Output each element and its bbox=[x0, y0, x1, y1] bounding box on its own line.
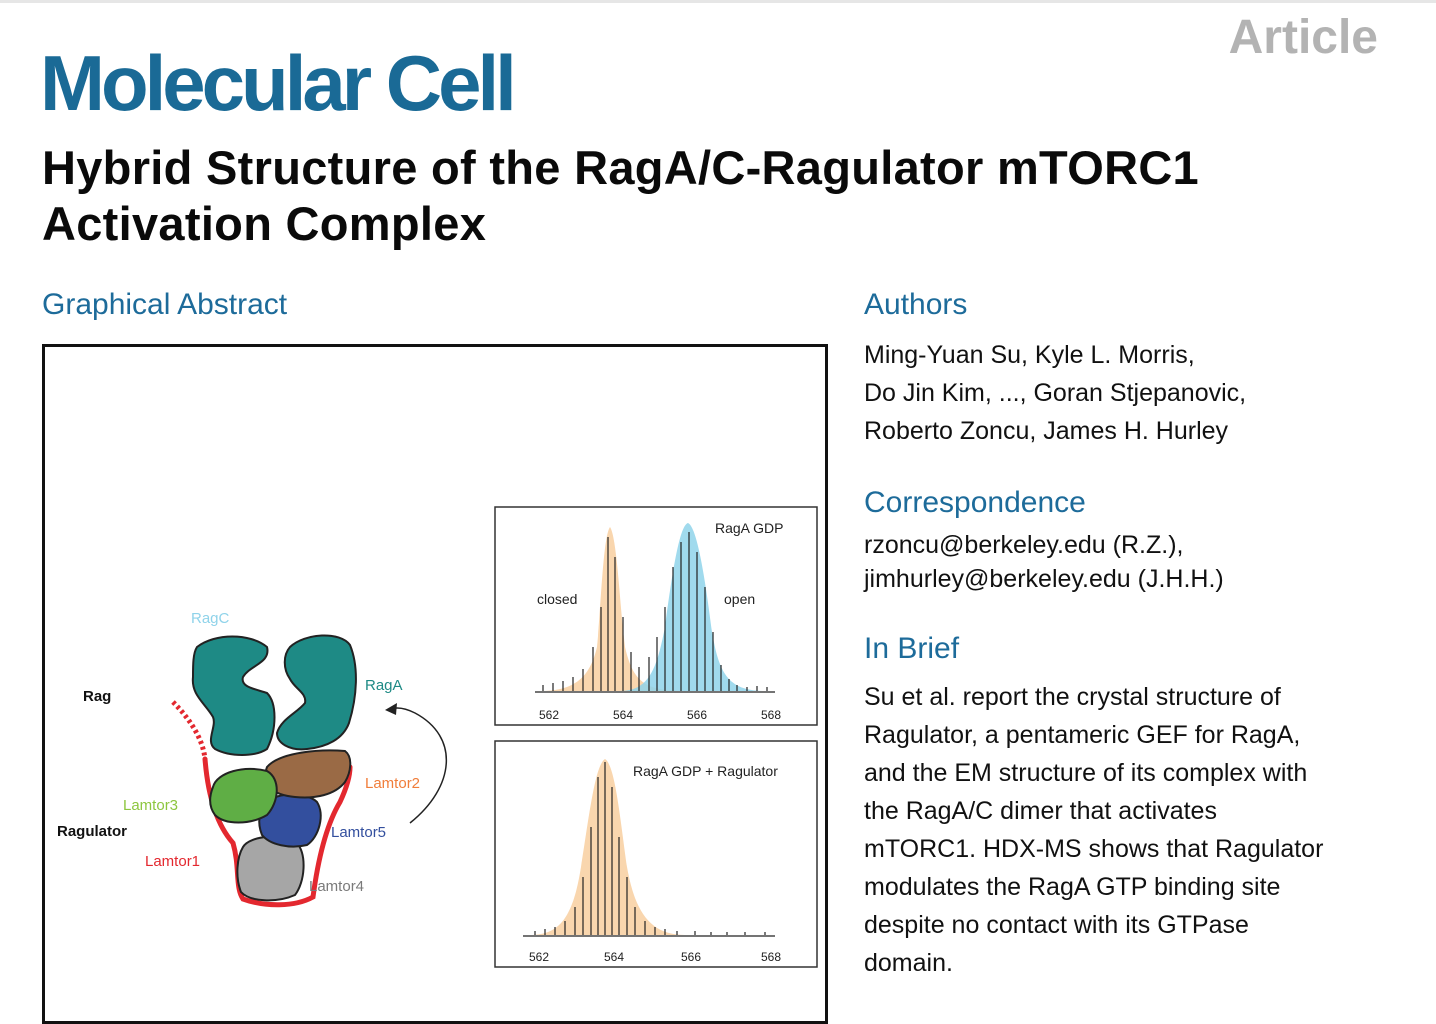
closed-envelope-bottom bbox=[530, 759, 685, 935]
correspondence-email-1[interactable]: rzoncu@berkeley.edu (R.Z.), bbox=[864, 531, 1184, 559]
label-lamtor3: Lamtor3 bbox=[123, 797, 178, 814]
authors-list: Ming-Yuan Su, Kyle L. Morris, Do Jin Kim… bbox=[864, 336, 1404, 450]
paper-title-line-1: Hybrid Structure of the RagA/C-Ragulator… bbox=[42, 141, 1199, 194]
graphical-abstract-heading: Graphical Abstract bbox=[42, 288, 288, 321]
tick-top-566: 566 bbox=[687, 708, 707, 722]
tick-top-568: 568 bbox=[761, 708, 781, 722]
in-brief-line: domain. bbox=[864, 949, 953, 977]
label-closed: closed bbox=[537, 591, 577, 607]
label-lamtor5: Lamtor5 bbox=[331, 824, 386, 841]
tick-bottom-568: 568 bbox=[761, 950, 781, 964]
arrow-head-icon bbox=[385, 703, 397, 715]
tick-top-564: 564 bbox=[613, 708, 633, 722]
in-brief-line: Su et al. report the crystal structure o… bbox=[864, 683, 1281, 711]
paper-title: Hybrid Structure of the RagA/C-Ragulator… bbox=[42, 140, 1402, 252]
in-brief-summary: Su et al. report the crystal structure o… bbox=[864, 678, 1404, 982]
spectrum-top-title: RagA GDP bbox=[715, 520, 783, 536]
authors-line-2: Do Jin Kim, ..., Goran Stjepanovic, bbox=[864, 379, 1247, 407]
journal-title[interactable]: Molecular Cell bbox=[40, 39, 517, 127]
tick-bottom-562: 562 bbox=[529, 950, 549, 964]
label-lamtor1: Lamtor1 bbox=[145, 853, 200, 870]
label-lamtor4: Lamtor4 bbox=[309, 878, 364, 895]
label-ragc: RagC bbox=[191, 610, 230, 627]
top-rule bbox=[0, 0, 1436, 3]
spectrum-panel-raga-gdp: RagA GDP closed open 562 564 566 568 bbox=[494, 506, 818, 726]
in-brief-line: Ragulator, a pentameric GEF for RagA, bbox=[864, 721, 1301, 749]
authors-heading: Authors bbox=[864, 288, 968, 321]
label-lamtor2: Lamtor2 bbox=[365, 775, 420, 792]
tick-top-562: 562 bbox=[539, 708, 559, 722]
spectrum-peaks-top bbox=[542, 532, 768, 691]
in-brief-line: and the EM structure of its complex with bbox=[864, 759, 1308, 787]
in-brief-line: the RagA/C dimer that activates bbox=[864, 797, 1217, 825]
authors-line-1: Ming-Yuan Su, Kyle L. Morris, bbox=[864, 341, 1195, 369]
spectrum-peaks-bottom bbox=[534, 762, 766, 935]
paper-title-line-2: Activation Complex bbox=[42, 197, 487, 250]
lamtor2-shape bbox=[264, 749, 352, 799]
correspondence-emails: rzoncu@berkeley.edu (R.Z.), jimhurley@be… bbox=[864, 528, 1404, 596]
correspondence-heading: Correspondence bbox=[864, 486, 1086, 519]
correspondence-email-2[interactable]: jimhurley@berkeley.edu (J.H.H.) bbox=[864, 565, 1224, 593]
label-ragulator: Ragulator bbox=[57, 823, 127, 840]
conformation-arrow bbox=[390, 707, 448, 824]
tick-bottom-564: 564 bbox=[604, 950, 624, 964]
tick-bottom-566: 566 bbox=[681, 950, 701, 964]
spectrum-bottom-title: RagA GDP + Ragulator bbox=[633, 763, 778, 779]
graphical-abstract-illustration: RagC RagA Rag Lamtor3 Lamtor2 Ragulator … bbox=[57, 506, 818, 968]
open-envelope bbox=[620, 523, 765, 691]
article-type-label: Article bbox=[1228, 11, 1378, 64]
raga-shape bbox=[275, 634, 357, 751]
ragc-shape bbox=[191, 635, 276, 756]
label-rag: Rag bbox=[83, 688, 111, 705]
in-brief-line: modulates the RagA GTP binding site bbox=[864, 873, 1281, 901]
authors-line-3: Roberto Zoncu, James H. Hurley bbox=[864, 417, 1229, 445]
closed-envelope bbox=[540, 527, 685, 691]
in-brief-line: mTORC1. HDX-MS shows that Ragulator bbox=[864, 835, 1324, 863]
lamtor1-dashed-tail bbox=[171, 700, 208, 760]
spectrum-panel-raga-gdp-ragulator: RagA GDP + Ragulator 562 564 566 568 bbox=[494, 740, 818, 968]
lamtor3-shape bbox=[209, 767, 278, 824]
label-raga: RagA bbox=[365, 677, 403, 694]
in-brief-line: despite no contact with its GTPase bbox=[864, 911, 1249, 939]
lamtor1-shape bbox=[202, 756, 353, 908]
graphical-abstract-figure: RagC RagA Rag Lamtor3 Lamtor2 Ragulator … bbox=[42, 344, 828, 1024]
in-brief-heading: In Brief bbox=[864, 632, 960, 665]
label-open: open bbox=[724, 591, 755, 607]
